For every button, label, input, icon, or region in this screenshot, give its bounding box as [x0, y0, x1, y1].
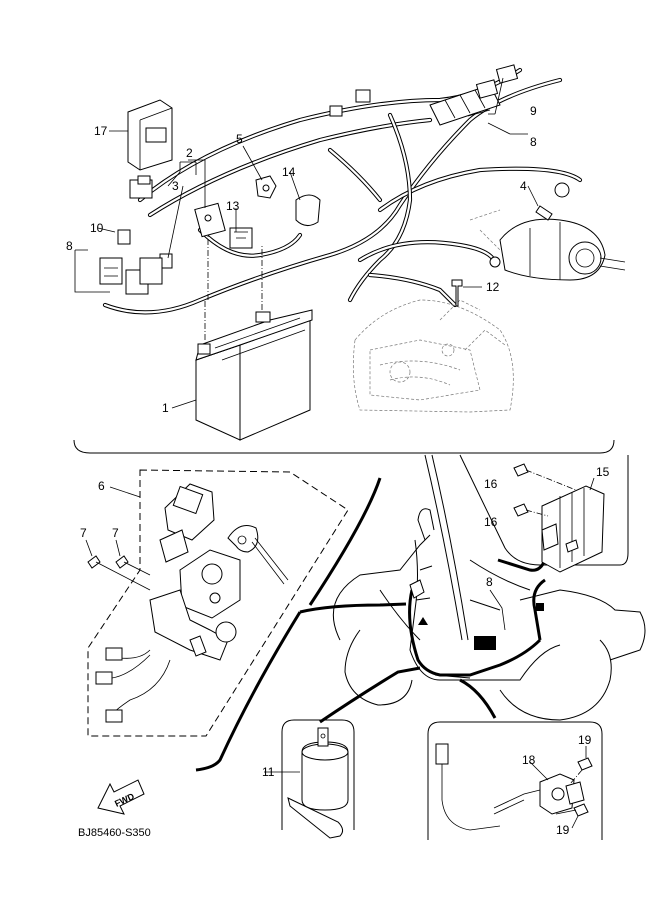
callout-16-upper: 16 — [484, 477, 498, 491]
screw-19-upper — [577, 757, 593, 771]
callout-12: 12 — [486, 280, 500, 294]
screw-4 — [535, 205, 553, 221]
callout-3: 3 — [172, 179, 179, 193]
callout-8-top-left: 8 — [66, 239, 73, 253]
callout-7-right: 7 — [112, 526, 119, 540]
callout-5: 5 — [236, 132, 243, 146]
callout-7-left: 7 — [80, 526, 87, 540]
diagram-code: BJ85460-S350 — [78, 827, 151, 839]
callout-1: 1 — [162, 401, 169, 415]
relay-17 — [127, 99, 173, 171]
screw-7-right — [115, 555, 129, 569]
main-switch-detail — [85, 469, 382, 772]
callout-6: 6 — [98, 479, 105, 493]
callout-17: 17 — [94, 124, 108, 138]
callout-8-bottom: 8 — [486, 575, 493, 589]
callout-11: 11 — [262, 765, 275, 779]
callout-15: 15 — [596, 465, 610, 479]
callout-19-lower: 19 — [556, 823, 570, 837]
fwd-arrow-icon: FWD — [97, 779, 145, 815]
callout-19-upper: 19 — [578, 733, 592, 747]
screw-7-left — [87, 555, 101, 569]
engine-frame-outline — [352, 279, 514, 413]
starter-motor — [469, 205, 626, 281]
callout-18: 18 — [522, 753, 536, 767]
battery-1 — [195, 235, 313, 441]
speed-sensor-detail — [427, 721, 603, 840]
callout-14: 14 — [282, 165, 296, 179]
wire-harness — [102, 64, 583, 315]
bolt-16-upper — [513, 463, 529, 477]
components-5-13-14 — [229, 175, 321, 249]
bolt-16-lower — [513, 503, 529, 517]
screw-19-lower — [573, 803, 589, 817]
atv-silhouette — [299, 454, 646, 724]
ignition-key — [227, 525, 259, 553]
horn-detail — [264, 719, 355, 839]
callout-10: 10 — [90, 221, 104, 235]
starter-relay-2 — [129, 175, 226, 269]
callout-13: 13 — [226, 199, 240, 213]
bolt-12 — [451, 279, 463, 307]
callout-16-lower: 16 — [484, 515, 498, 529]
fuse-holders-10 — [99, 229, 163, 295]
callout-9: 9 — [530, 104, 537, 118]
connector-9 — [495, 64, 519, 84]
callout-8-top-right: 8 — [530, 135, 537, 149]
rectifier-regulator-detail — [459, 454, 629, 573]
section-divider-bracket — [73, 439, 615, 454]
top-leader-lines — [74, 77, 539, 409]
callout-4: 4 — [520, 179, 527, 193]
callout-2: 2 — [186, 146, 193, 160]
